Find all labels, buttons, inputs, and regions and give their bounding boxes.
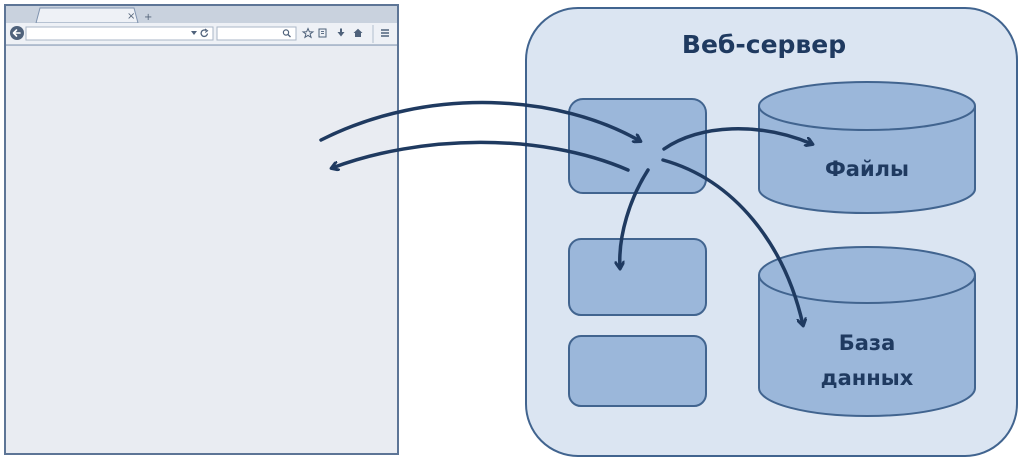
- reading-list-icon[interactable]: [318, 28, 327, 38]
- server-module-main: [568, 98, 707, 194]
- browser-tab[interactable]: [35, 7, 139, 24]
- browser-content-area: [6, 46, 397, 453]
- browser-window: × +: [4, 4, 399, 455]
- files-access-arrow: [662, 127, 812, 151]
- database-access-arrow: [661, 158, 803, 325]
- database-label-line1: База: [839, 331, 896, 355]
- web-server: Веб-сервер Файлы База данных: [525, 7, 1018, 457]
- module-call-arrow: [620, 168, 650, 268]
- home-icon[interactable]: [353, 28, 363, 37]
- web-server-title: Веб-сервер: [682, 30, 846, 59]
- bookmark-star-icon[interactable]: [301, 27, 315, 39]
- new-tab-button[interactable]: +: [144, 12, 152, 23]
- tab-close-button[interactable]: ×: [127, 11, 135, 22]
- response-arrow: [332, 140, 630, 172]
- dropdown-icon[interactable]: [191, 31, 197, 35]
- files-label: Файлы: [825, 157, 909, 181]
- search-icon[interactable]: [282, 29, 291, 38]
- server-module-tertiary: [568, 335, 707, 407]
- search-bar[interactable]: [216, 26, 297, 41]
- reload-icon[interactable]: [200, 28, 209, 38]
- back-icon[interactable]: [10, 26, 24, 40]
- menu-icon[interactable]: [381, 29, 389, 37]
- server-module-secondary: [568, 238, 707, 316]
- database-label-line2: данных: [821, 366, 914, 390]
- files-storage: Файлы: [758, 81, 976, 214]
- database-storage: База данных: [758, 246, 976, 417]
- url-bar[interactable]: [25, 26, 214, 41]
- flow-arrows: [319, 100, 812, 325]
- request-arrow: [319, 100, 640, 141]
- download-icon[interactable]: [337, 28, 345, 37]
